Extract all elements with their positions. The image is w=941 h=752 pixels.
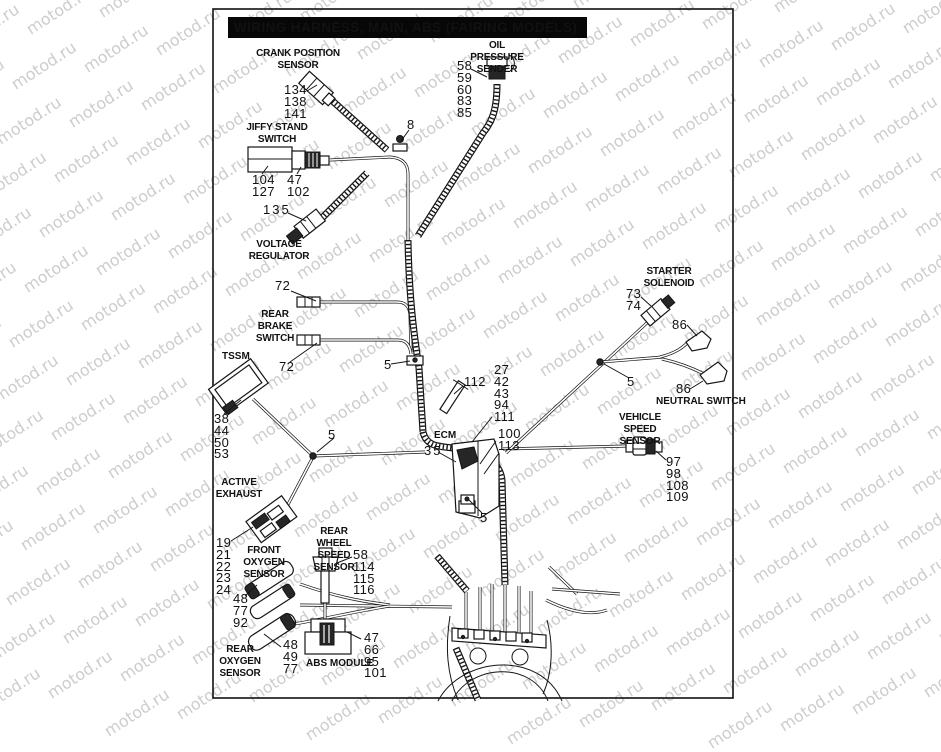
screw-112 xyxy=(436,378,470,416)
jiffy-stand-switch-connector xyxy=(248,147,329,172)
clip-8 xyxy=(393,136,407,152)
rear-frame-assembly xyxy=(438,616,562,701)
clip-5-trunk xyxy=(407,356,423,365)
clip-5-right xyxy=(597,359,603,365)
catalog-page: { "title": "WIRING HARNESS, MAIN, ABS (F… xyxy=(0,0,941,706)
vehicle-speed-sensor-connector xyxy=(626,437,662,455)
abs-module xyxy=(305,619,351,654)
neutral-switch-ring-terminals xyxy=(686,331,727,384)
oil-pressure-sender xyxy=(487,55,514,79)
rear-brake-switch-terminals xyxy=(297,297,320,345)
wiring-harness-diagram xyxy=(0,0,941,706)
starter-solenoid-connector xyxy=(641,293,676,326)
crank-position-sensor-connector xyxy=(299,71,337,108)
clip-5-tssm-junction xyxy=(310,453,316,459)
